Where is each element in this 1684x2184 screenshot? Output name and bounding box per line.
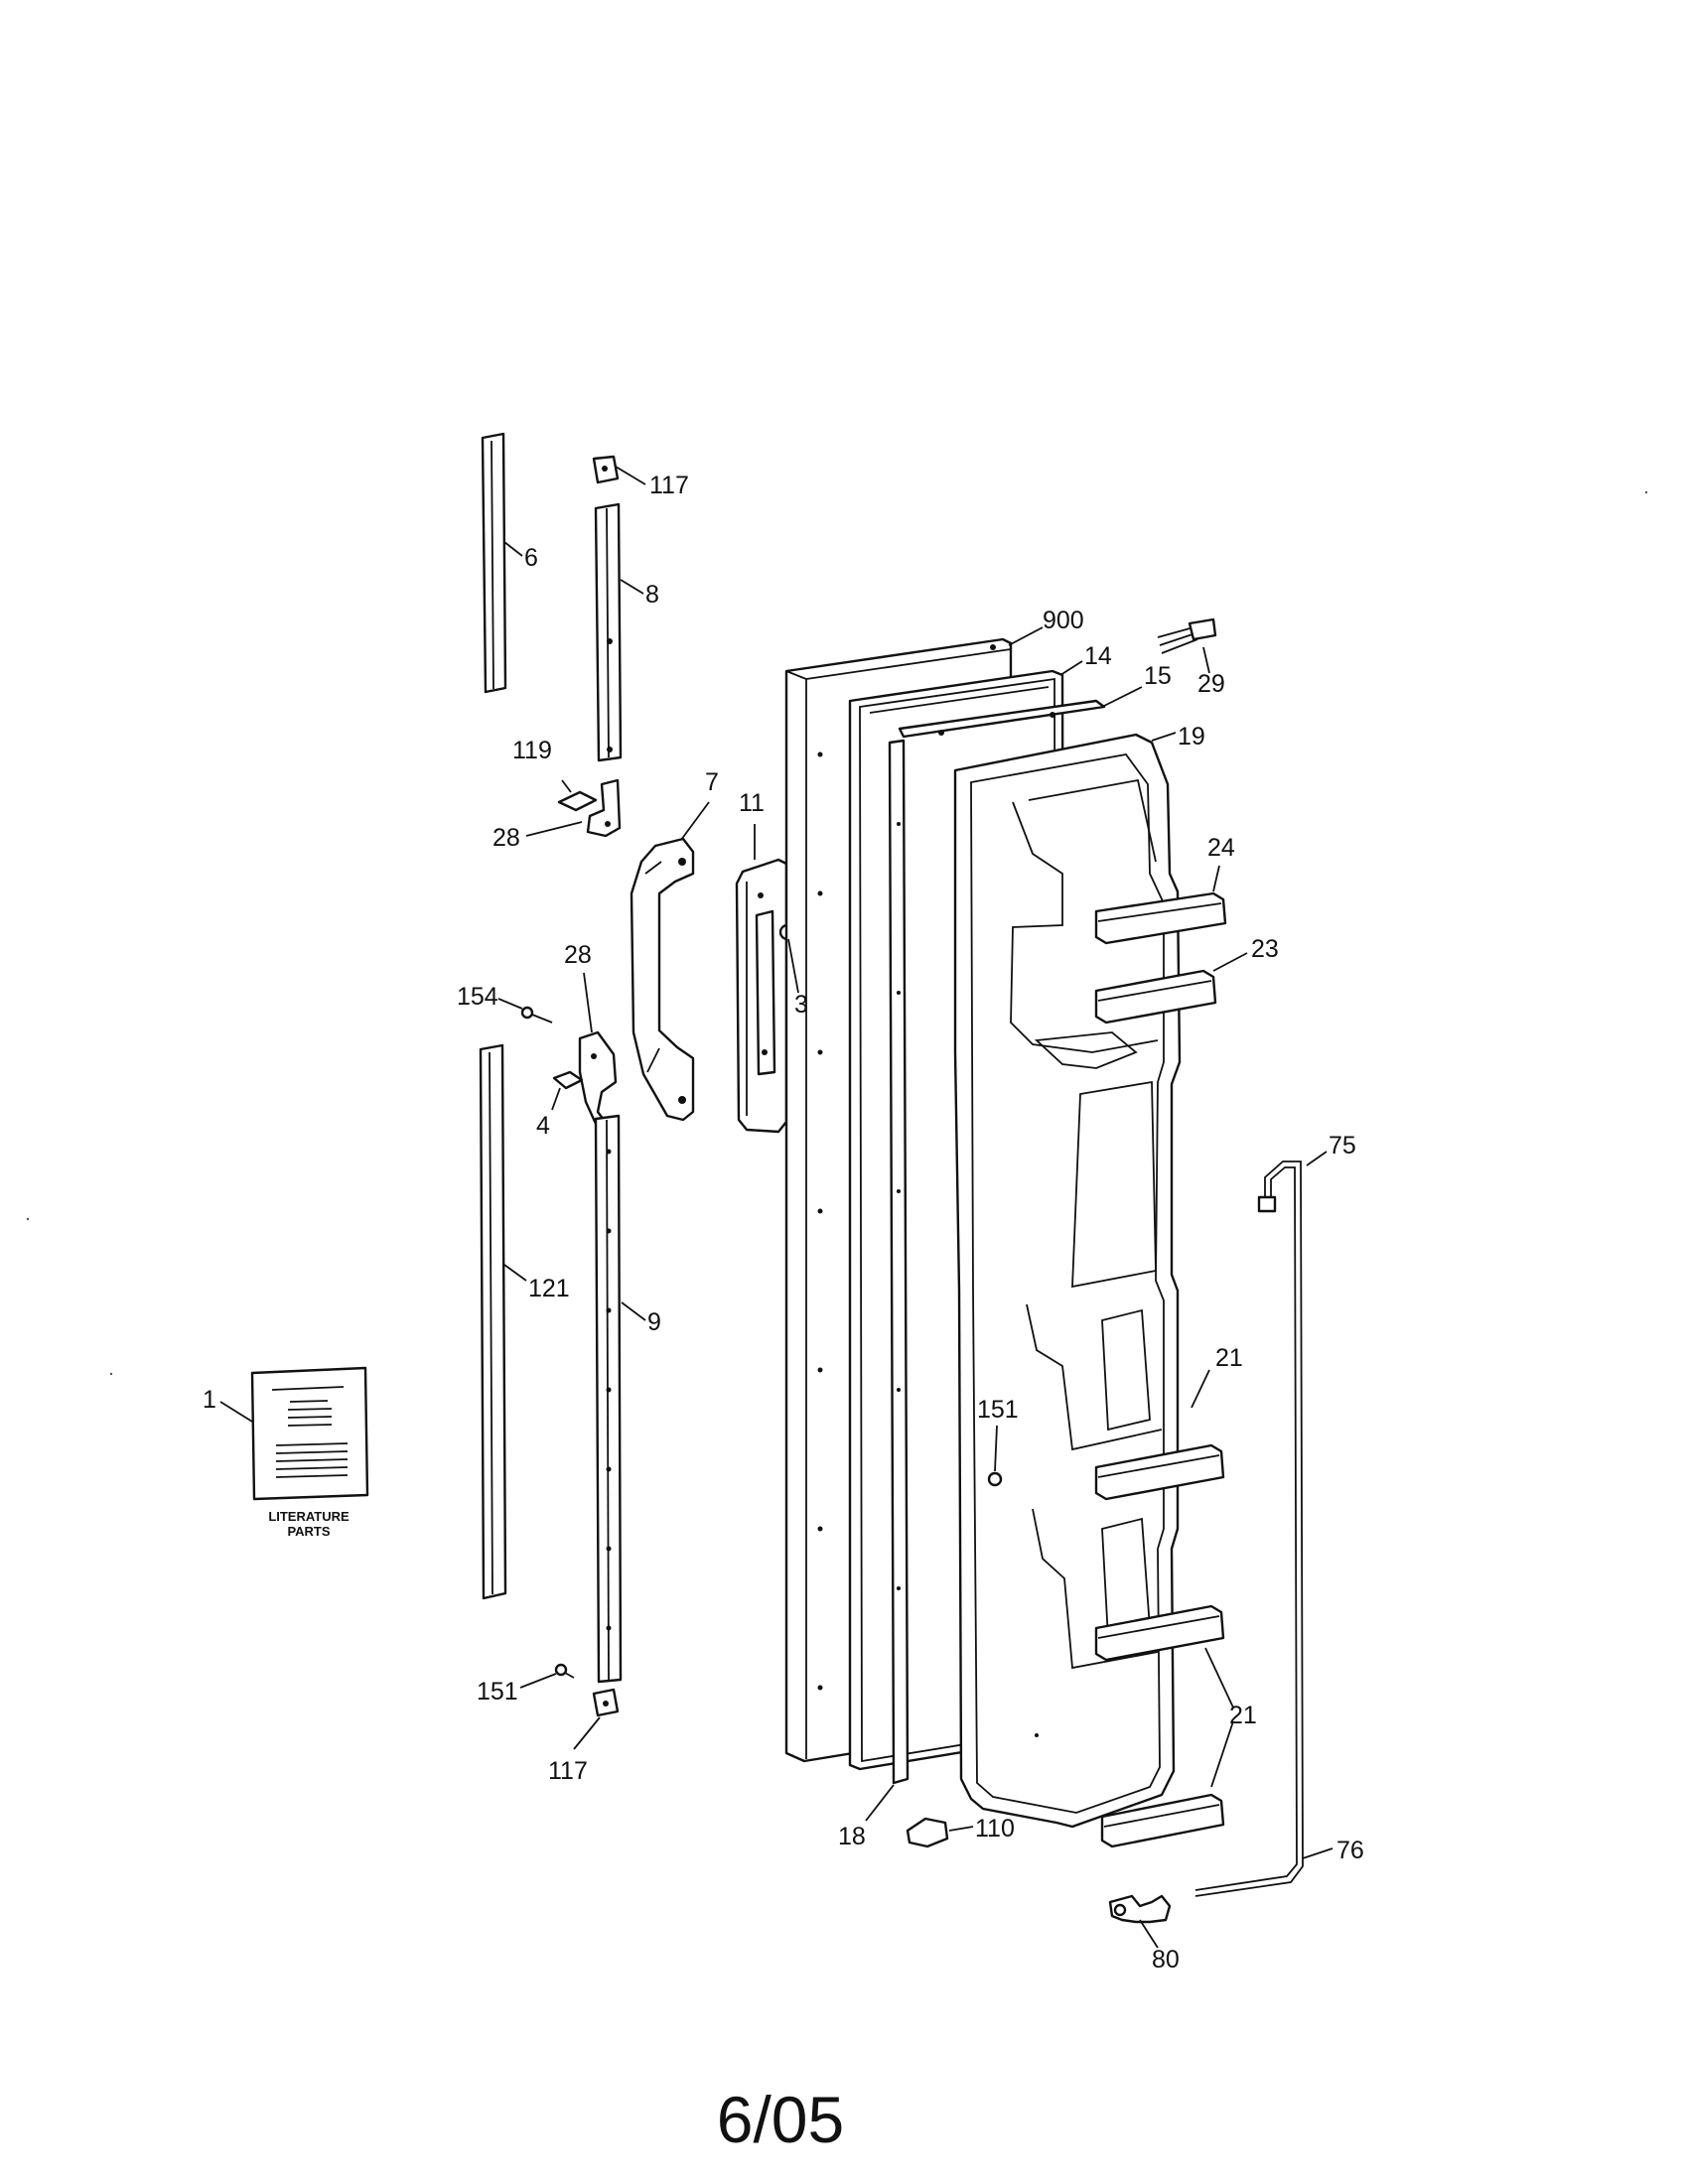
part-11-handle-bracket: [735, 858, 788, 1134]
callout-21-lower: 21: [1229, 1702, 1257, 1729]
callout-151-left: 151: [477, 1678, 518, 1706]
callout-29: 29: [1197, 670, 1225, 698]
callout-21-upper: 21: [1215, 1344, 1243, 1372]
callout-7: 7: [705, 768, 719, 796]
callout-14: 14: [1084, 642, 1112, 670]
callout-9: 9: [647, 1308, 661, 1336]
part-8-upper-channel: [594, 502, 623, 762]
literature-label-line2: PARTS: [287, 1524, 330, 1539]
callout-110: 110: [975, 1815, 1015, 1843]
page-code: 6/05: [717, 2083, 844, 2156]
part-9-lower-channel: [594, 1114, 623, 1684]
part-75-76-water-tube: [1194, 1160, 1304, 1897]
part-19-door-liner: [953, 733, 1182, 1829]
callout-28-lower: 28: [564, 941, 592, 969]
callout-75: 75: [1329, 1132, 1356, 1160]
callout-151-right: 151: [977, 1396, 1019, 1424]
callout-76: 76: [1336, 1837, 1364, 1864]
part-29-wire-harness: [1157, 617, 1217, 654]
callout-23: 23: [1251, 935, 1279, 963]
part-21-shelf-bar-a: [1094, 1443, 1225, 1501]
part-28-lower-hinge: [578, 1030, 618, 1126]
callout-15: 15: [1144, 662, 1172, 690]
callout-119: 119: [512, 737, 552, 764]
callout-117-top: 117: [649, 472, 689, 499]
callout-28-upper: 28: [492, 824, 520, 852]
callout-4: 4: [536, 1112, 550, 1140]
callout-117-bottom: 117: [548, 1757, 588, 1785]
callout-154: 154: [457, 983, 498, 1011]
part-23-shelf-bar: [1094, 969, 1217, 1024]
part-24-shelf-bar: [1094, 891, 1227, 945]
callout-1: 1: [203, 1386, 216, 1414]
callout-900: 900: [1043, 607, 1084, 634]
part-151-screw-left: [554, 1663, 575, 1679]
part-18-liner-rail: [888, 739, 910, 1785]
leader-lines: [219, 466, 1333, 1949]
part-151-screw-right: [987, 1471, 1003, 1487]
part-121-long-strip: [479, 1043, 507, 1600]
callout-18: 18: [838, 1823, 866, 1850]
part-21-shelf-bar-c: [1100, 1793, 1225, 1848]
part-1-literature-booklet: LITERATURE PARTS: [250, 1366, 369, 1539]
part-28-upper-hinge: [586, 778, 622, 838]
literature-label-line1: LITERATURE: [268, 1509, 350, 1524]
part-110-stopper: [906, 1817, 949, 1848]
part-7-door-handle: [630, 837, 695, 1122]
callout-6: 6: [524, 544, 538, 572]
part-117-bottom-cap: [592, 1688, 620, 1717]
part-154-screw: [520, 1006, 553, 1024]
callout-labels: 117 6 8 900 14 15 29 19 119 28 7 11 24 3…: [203, 472, 1364, 1974]
part-21-shelf-bar-b: [1094, 1604, 1225, 1662]
callout-24: 24: [1207, 834, 1235, 862]
part-80-fitting: [1108, 1894, 1172, 1924]
part-117-top-cap: [592, 455, 620, 484]
callout-121: 121: [528, 1275, 570, 1302]
callout-3: 3: [794, 991, 808, 1019]
callout-11: 11: [739, 789, 765, 817]
callout-19: 19: [1178, 723, 1205, 751]
callout-80: 80: [1152, 1946, 1180, 1974]
part-4-clip: [552, 1070, 584, 1090]
callout-8: 8: [645, 581, 659, 609]
part-119-hinge-shim: [557, 790, 598, 812]
part-6-trim-strip: [481, 432, 507, 694]
